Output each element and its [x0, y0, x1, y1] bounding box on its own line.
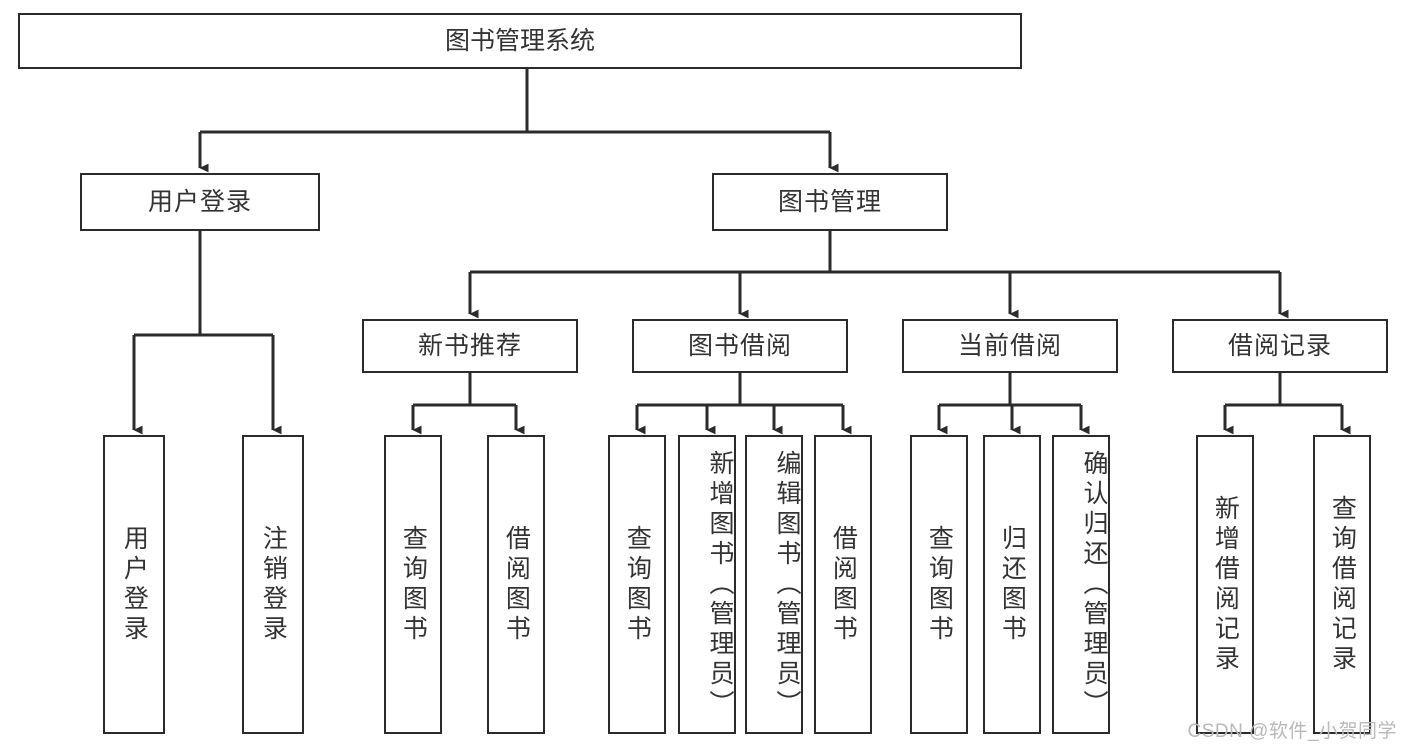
watermark-text: CSDN @软件_小贺同学: [1187, 721, 1397, 742]
node-leaf-query-record[interactable]: 查询借阅记录: [1313, 435, 1371, 734]
node-leaf-edit-book[interactable]: 编辑图书（管理员）: [745, 435, 803, 734]
node-current-borrow[interactable]: 当前借阅: [902, 319, 1118, 373]
node-leaf-confirm-return[interactable]: 确认归还（管理员）: [1052, 435, 1110, 734]
node-current-borrow-label: 当前借阅: [957, 331, 1062, 360]
node-leaf-edit-book-label: 编辑图书（管理员）: [773, 449, 801, 720]
node-leaf-query-book-cb-label: 查询图书: [925, 524, 954, 645]
node-leaf-logout-label: 注销登录: [259, 524, 288, 645]
node-leaf-borrow-book-bb-label: 借阅图书: [829, 524, 858, 645]
node-book-manage-label: 图书管理: [777, 187, 882, 216]
node-new-book-recommend[interactable]: 新书推荐: [362, 319, 578, 373]
node-root-label: 图书管理系统: [444, 26, 595, 55]
node-leaf-query-book-rec-label: 查询图书: [399, 524, 428, 645]
node-leaf-add-record[interactable]: 新增借阅记录: [1196, 435, 1254, 734]
node-book-borrow-label: 图书借阅: [687, 331, 792, 360]
node-leaf-borrow-book-rec[interactable]: 借阅图书: [487, 435, 545, 734]
node-leaf-confirm-return-label: 确认归还（管理员）: [1080, 449, 1108, 720]
node-leaf-query-book-cb[interactable]: 查询图书: [910, 435, 968, 734]
node-book-borrow[interactable]: 图书借阅: [632, 319, 848, 373]
node-root[interactable]: 图书管理系统: [18, 13, 1022, 69]
node-leaf-user-login-label: 用户登录: [120, 524, 149, 645]
node-leaf-borrow-book-bb[interactable]: 借阅图书: [814, 435, 872, 734]
node-leaf-add-book-label: 新增图书（管理员）: [706, 449, 734, 720]
node-leaf-add-record-label: 新增借阅记录: [1211, 494, 1240, 675]
node-leaf-query-book-bb-label: 查询图书: [623, 524, 652, 645]
node-borrow-record[interactable]: 借阅记录: [1172, 319, 1388, 373]
node-leaf-return-book-label: 归还图书: [998, 524, 1027, 645]
node-leaf-add-book[interactable]: 新增图书（管理员）: [678, 435, 736, 734]
node-leaf-query-book-bb[interactable]: 查询图书: [608, 435, 666, 734]
node-leaf-user-login[interactable]: 用户登录: [103, 435, 165, 734]
node-leaf-return-book[interactable]: 归还图书: [983, 435, 1041, 734]
node-user-login[interactable]: 用户登录: [80, 173, 320, 231]
node-leaf-logout[interactable]: 注销登录: [242, 435, 304, 734]
node-leaf-query-record-label: 查询借阅记录: [1328, 494, 1357, 675]
node-leaf-query-book-rec[interactable]: 查询图书: [384, 435, 442, 734]
node-user-login-label: 用户登录: [147, 187, 252, 216]
node-book-manage[interactable]: 图书管理: [712, 173, 948, 231]
node-leaf-borrow-book-rec-label: 借阅图书: [502, 524, 531, 645]
node-borrow-record-label: 借阅记录: [1227, 331, 1332, 360]
node-new-book-recommend-label: 新书推荐: [417, 331, 522, 360]
